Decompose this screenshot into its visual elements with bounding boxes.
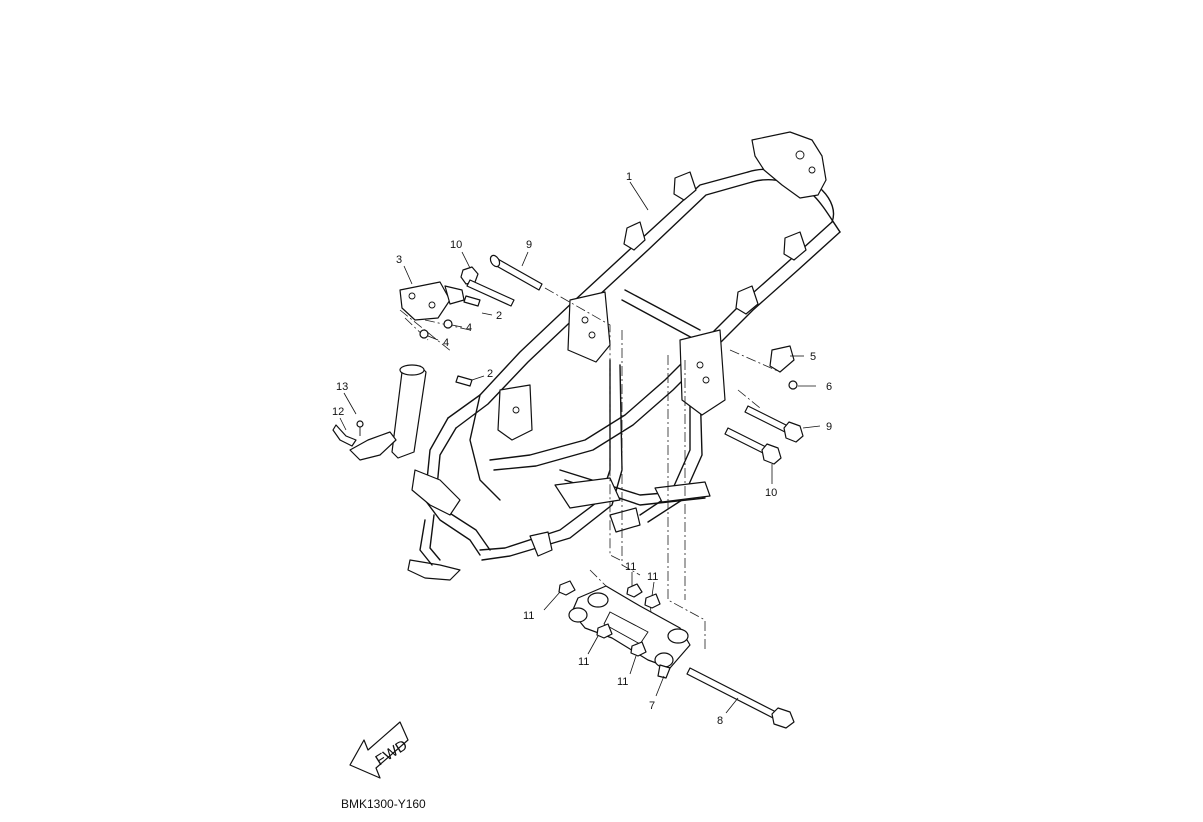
forward-direction-arrow: FWD: [349, 721, 411, 779]
bolt-9-right: [744, 405, 804, 443]
callout-1: 1: [626, 171, 632, 183]
callout-3: 3: [396, 254, 402, 266]
callout-10-right: 10: [765, 487, 777, 499]
callout-11-a: 11: [523, 610, 534, 622]
collar-11-b: [626, 583, 643, 598]
bolt-10-right: [724, 427, 782, 465]
collar-11-c: [644, 593, 661, 609]
bracket-3: [399, 281, 465, 321]
nut-4-b: [419, 329, 429, 339]
callout-11-b: 11: [625, 561, 636, 573]
screw-6: [788, 380, 798, 390]
callout-11-e: 11: [617, 676, 628, 688]
callout-9-left: 9: [526, 239, 532, 251]
screw-13: [356, 420, 364, 436]
callout-4-lower: 4: [443, 337, 449, 349]
collar-11-e: [630, 641, 647, 657]
callout-12: 12: [332, 406, 344, 418]
clip-12: [332, 424, 357, 447]
callout-2-upper: 2: [496, 310, 502, 322]
collar-2-upper: [463, 295, 481, 307]
leader-lines: [339, 181, 821, 714]
callout-11-d: 11: [578, 656, 589, 668]
collar-11-a: [558, 580, 576, 596]
collar-11-d: [596, 623, 613, 639]
engine-mount-bracket-7: [568, 585, 691, 679]
callout-13: 13: [336, 381, 348, 393]
callout-7: 7: [649, 700, 655, 712]
main-frame: [349, 131, 841, 581]
collar-2-lower: [455, 375, 473, 387]
nut-10-left: [460, 266, 515, 307]
diagram-code: BMK1300-Y160: [341, 797, 426, 811]
nut-4-a: [443, 319, 453, 329]
bolt-8: [686, 667, 795, 729]
callout-9-right: 9: [826, 421, 832, 433]
callout-2-lower: 2: [487, 368, 493, 380]
callout-11-c: 11: [647, 571, 658, 583]
callout-4-upper: 4: [466, 322, 472, 334]
callout-10-left: 10: [450, 239, 462, 251]
bolt-9-left: [489, 254, 543, 291]
callout-8: 8: [717, 715, 723, 727]
plate-5: [769, 345, 795, 373]
callout-6: 6: [826, 381, 832, 393]
callout-5: 5: [810, 351, 816, 363]
